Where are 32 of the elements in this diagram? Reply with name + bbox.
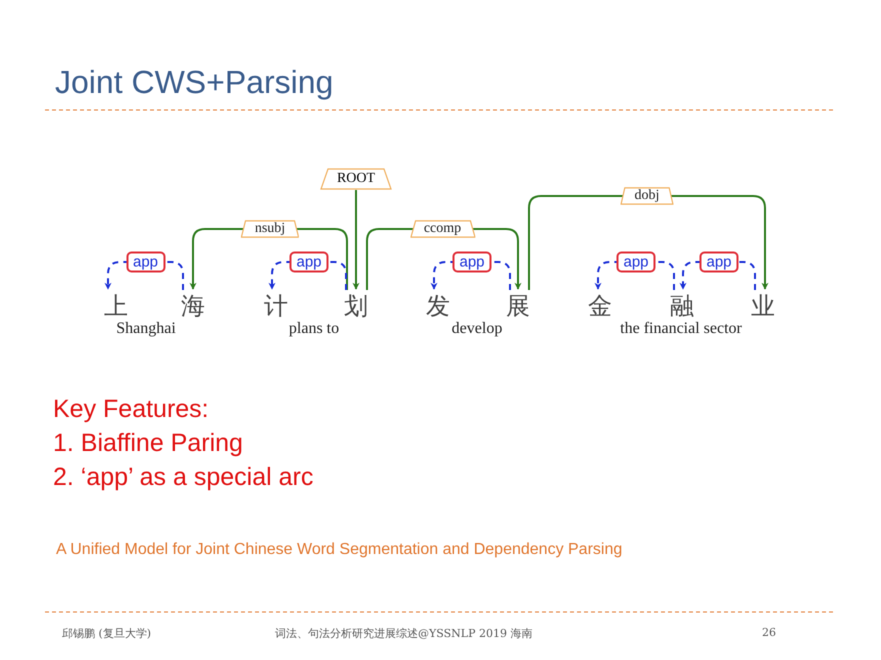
arc-arrow: [352, 190, 360, 290]
footer-text: 邱锡鹏 (复旦大学): [62, 626, 152, 641]
key-feature-text: 2. ‘app’ as a special arc: [53, 463, 314, 492]
arc-arrow: [528, 195, 768, 290]
character: 计: [260, 290, 292, 322]
edge-label: ccomp: [410, 220, 476, 238]
word-gloss: plans to: [288, 320, 340, 338]
edge-label: app: [126, 252, 166, 272]
character: 业: [747, 290, 779, 322]
character: 金: [584, 290, 616, 322]
character: 海: [177, 290, 209, 322]
key-feature-text: 1. Biaffine Paring: [53, 429, 243, 458]
key-feature-text: Key Features:: [53, 395, 209, 424]
footer-text: 26: [762, 626, 776, 639]
edge-label: app: [699, 252, 739, 272]
edge-label: nsubj: [240, 220, 300, 238]
word-gloss: develop: [452, 320, 502, 338]
character: 上: [100, 290, 132, 322]
edge-label: app: [616, 252, 656, 272]
edge-label: app: [289, 252, 329, 272]
root-box: ROOT: [320, 168, 392, 190]
slide-title: Joint CWS+Parsing: [55, 64, 334, 101]
word-gloss: the financial sector: [620, 320, 742, 338]
footer-text: 词法、句法分析研究进展综述@YSSNLP 2019 海南: [275, 626, 532, 641]
character: 发: [422, 290, 454, 322]
character: 融: [666, 290, 698, 322]
edge-label: app: [452, 252, 492, 272]
edge-label: dobj: [620, 187, 674, 205]
word-gloss: Shanghai: [116, 320, 176, 338]
character: 划: [340, 290, 372, 322]
character: 展: [502, 290, 534, 322]
paper-title: A Unified Model for Joint Chinese Word Segmentation and Dependency Parsing: [56, 541, 622, 559]
